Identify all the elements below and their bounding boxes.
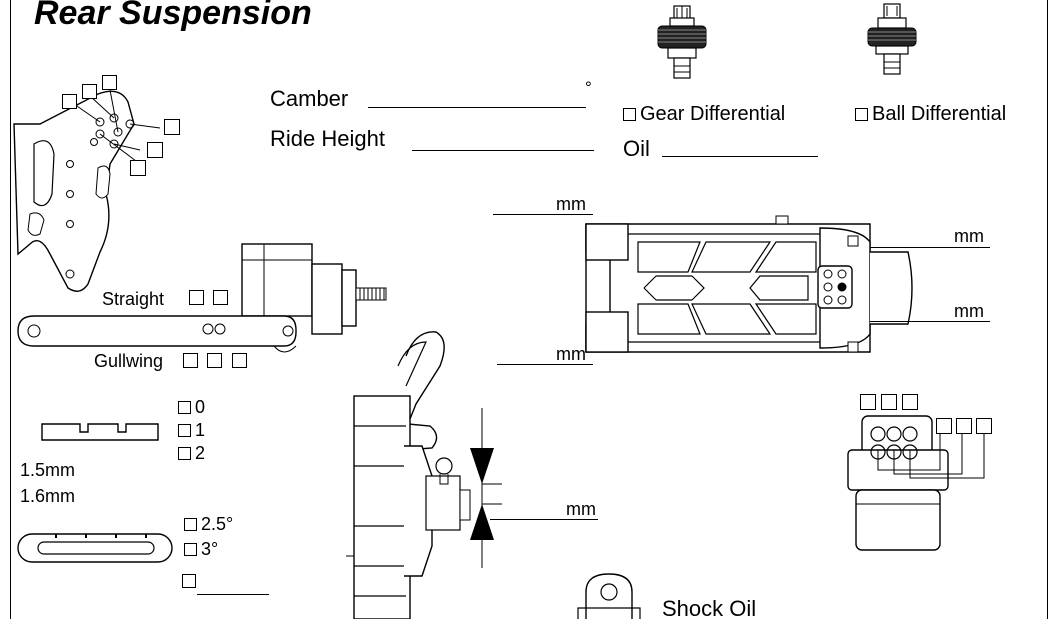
toe-block-drawing bbox=[17, 533, 173, 563]
shim-option-0[interactable]: 0 bbox=[178, 398, 205, 416]
pivot-upper-box-2[interactable] bbox=[881, 394, 897, 410]
pivot-leader-lines bbox=[877, 434, 985, 479]
camber-link-drawing bbox=[17, 243, 387, 353]
shock-top-drawing bbox=[577, 573, 641, 619]
gullwing-box-2[interactable] bbox=[207, 353, 222, 368]
page-border-right bbox=[1047, 0, 1048, 619]
diff-oil-field[interactable] bbox=[662, 156, 818, 157]
arm-unit-top-left: mm bbox=[556, 194, 586, 214]
diff-oil-label: Oil bbox=[623, 136, 650, 161]
hub-unit: mm bbox=[566, 499, 596, 519]
shock-oil-label: Shock Oil bbox=[662, 596, 757, 619]
hub-pin-box-6[interactable] bbox=[130, 160, 146, 176]
gear-differential-icon bbox=[657, 5, 707, 79]
toe-option-3[interactable]: 3° bbox=[184, 540, 218, 558]
pivot-upper-box-1[interactable] bbox=[860, 394, 876, 410]
ball-differential-icon bbox=[867, 3, 917, 75]
shim-thickness-a: 1.5mm bbox=[20, 460, 76, 480]
gear-differential-option[interactable]: Gear Differential bbox=[623, 104, 785, 124]
shim-option-2-label: 2 bbox=[195, 443, 206, 463]
toe-option-2-5-label: 2.5° bbox=[201, 514, 234, 534]
shim-option-1-label: 1 bbox=[195, 420, 206, 440]
shim-option-2[interactable]: 2 bbox=[178, 444, 205, 462]
arm-field-top-left[interactable] bbox=[493, 214, 593, 215]
shim-checkbox-0[interactable] bbox=[178, 401, 191, 414]
shim-thickness-b: 1.6mm bbox=[20, 486, 76, 506]
rear-hub-carrier-drawing bbox=[13, 89, 161, 292]
pivot-lower-box-1[interactable] bbox=[936, 418, 952, 434]
pivot-lower-box-2[interactable] bbox=[956, 418, 972, 434]
hub-field[interactable] bbox=[490, 519, 598, 520]
gullwing-label: Gullwing bbox=[94, 351, 164, 371]
camber-label: Camber bbox=[270, 86, 349, 111]
hub-pin-box-1[interactable] bbox=[62, 94, 77, 109]
straight-box-2[interactable] bbox=[213, 290, 228, 305]
toe-option-2-5[interactable]: 2.5° bbox=[184, 515, 233, 533]
toe-custom-option[interactable] bbox=[182, 574, 196, 588]
pivot-lower-box-3[interactable] bbox=[976, 418, 992, 434]
gear-differential-checkbox[interactable] bbox=[623, 108, 636, 121]
straight-label: Straight bbox=[102, 289, 165, 309]
toe-checkbox-3[interactable] bbox=[184, 543, 197, 556]
hub-side-drawing bbox=[346, 331, 471, 619]
hub-dimension-arrows bbox=[470, 408, 502, 568]
gullwing-box-1[interactable] bbox=[183, 353, 198, 368]
toe-checkbox-2-5[interactable] bbox=[184, 518, 197, 531]
ball-differential-label: Ball Differential bbox=[872, 103, 1007, 125]
shim-checkbox-2[interactable] bbox=[178, 447, 191, 460]
ride-height-label: Ride Height bbox=[270, 126, 385, 151]
gullwing-box-3[interactable] bbox=[232, 353, 247, 368]
hub-pin-box-3[interactable] bbox=[102, 75, 117, 90]
shim-option-0-label: 0 bbox=[195, 397, 206, 417]
arm-unit-mid-right: mm bbox=[954, 301, 984, 321]
suspension-arm-drawing bbox=[585, 215, 913, 353]
straight-box-1[interactable] bbox=[189, 290, 204, 305]
arm-unit-bottom-left: mm bbox=[556, 344, 586, 364]
hub-pin-box-4[interactable] bbox=[164, 119, 180, 135]
page-title: Rear Suspension bbox=[34, 0, 312, 32]
camber-field[interactable] bbox=[368, 107, 586, 108]
arm-field-bottom-left[interactable] bbox=[497, 364, 593, 365]
arm-field-top-right[interactable] bbox=[870, 247, 990, 248]
ball-differential-option[interactable]: Ball Differential bbox=[855, 104, 1006, 124]
ride-height-field[interactable] bbox=[412, 150, 594, 151]
shim-checkbox-1[interactable] bbox=[178, 424, 191, 437]
toe-custom-field[interactable] bbox=[197, 594, 269, 595]
camber-unit: ° bbox=[585, 78, 592, 97]
gear-differential-label: Gear Differential bbox=[640, 103, 786, 125]
pivot-upper-box-3[interactable] bbox=[902, 394, 918, 410]
arm-unit-top-right: mm bbox=[954, 226, 984, 246]
toe-option-3-label: 3° bbox=[201, 539, 219, 559]
shim-drawing bbox=[41, 423, 159, 441]
page-border-left bbox=[10, 0, 11, 619]
shim-option-1[interactable]: 1 bbox=[178, 421, 205, 439]
hub-pin-box-5[interactable] bbox=[147, 142, 163, 158]
arm-field-mid-right[interactable] bbox=[870, 321, 990, 322]
hub-pin-box-2[interactable] bbox=[82, 84, 97, 99]
ball-differential-checkbox[interactable] bbox=[855, 108, 868, 121]
